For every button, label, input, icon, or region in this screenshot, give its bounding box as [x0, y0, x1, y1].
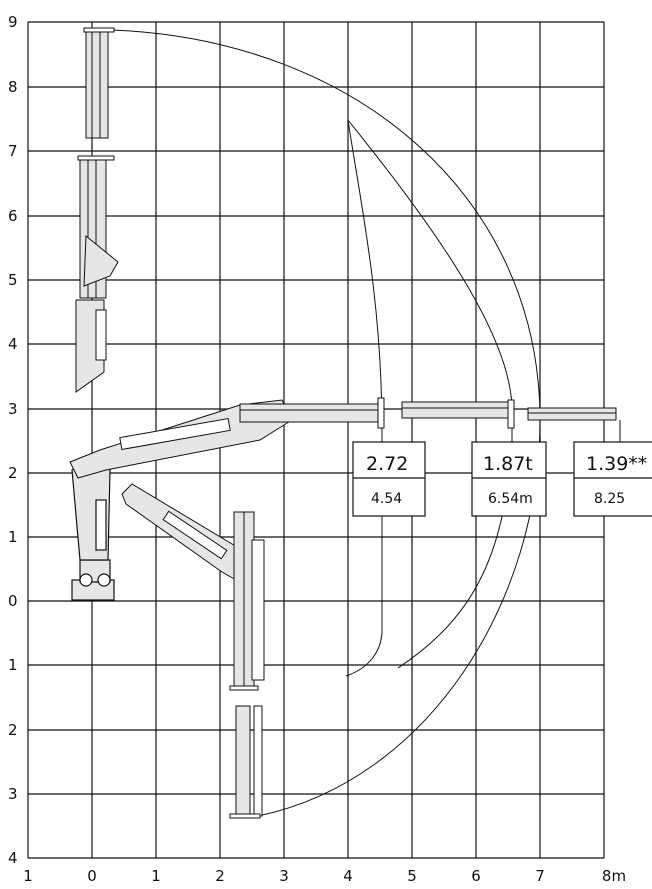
x-tick-label: 3 — [279, 867, 289, 885]
y-tick-label: 3 — [8, 400, 18, 418]
reach-value: 8.25 — [594, 491, 625, 507]
y-tick-label: 2 — [8, 721, 18, 739]
y-tick-label: 7 — [8, 142, 18, 160]
boom-section-2 — [401, 401, 511, 419]
y-tick-label: 4 — [8, 335, 18, 353]
y-tick-label: 5 — [8, 271, 18, 289]
x-tick-label: 1 — [151, 867, 161, 885]
boom-section-1 — [239, 403, 381, 423]
y-tick-label: 4 — [8, 849, 18, 867]
x-tick-label: 1 — [23, 867, 33, 885]
y-axis-labels: 9 8 7 6 5 4 3 2 1 0 1 2 3 4 — [8, 13, 18, 867]
x-tick-label: 0 — [87, 867, 97, 885]
y-tick-label: 6 — [8, 207, 18, 225]
reach-value: 6.54m — [488, 491, 533, 507]
y-tick-label: 1 — [8, 656, 18, 674]
x-tick-label: 2 — [215, 867, 225, 885]
tip-markers — [381, 420, 621, 442]
x-tick-label: 4 — [343, 867, 353, 885]
x-tick-label: 6 — [471, 867, 481, 885]
vertical-extension-2 — [235, 705, 251, 817]
load-value: 2.72 — [366, 453, 408, 475]
x-tick-label: 5 — [407, 867, 417, 885]
reach-value: 4.54 — [371, 491, 402, 507]
x-axis-labels: 1 0 1 2 3 4 5 6 7 8m — [23, 867, 626, 885]
inner-envelope-arc — [345, 119, 383, 677]
mid-envelope-arc-2 — [347, 119, 513, 411]
y-tick-label: 9 — [8, 13, 18, 31]
main-cylinder — [119, 417, 231, 451]
load-box-1: 2.72 4.54 — [352, 441, 426, 517]
x-tick-label: 7 — [535, 867, 545, 885]
y-tick-label: 2 — [8, 464, 18, 482]
horizontal-boom — [69, 397, 617, 479]
boom-section-3 — [527, 407, 617, 421]
x-tick-label: 8m — [602, 867, 626, 885]
load-box-2: 1.87t 6.54m — [471, 441, 547, 517]
load-box-3: 1.39** 8.25 — [573, 441, 652, 517]
load-value: 1.39** — [586, 453, 647, 475]
grid — [27, 21, 605, 859]
y-tick-label: 1 — [8, 528, 18, 546]
lowered-boom — [121, 483, 265, 819]
load-value: 1.87t — [483, 453, 533, 475]
reach-envelope — [100, 29, 541, 817]
vertical-boom-top — [83, 27, 115, 139]
y-tick-label: 8 — [8, 78, 18, 96]
y-tick-label: 3 — [8, 785, 18, 803]
y-tick-label: 0 — [8, 592, 18, 610]
vertical-boom-mid — [75, 155, 119, 393]
